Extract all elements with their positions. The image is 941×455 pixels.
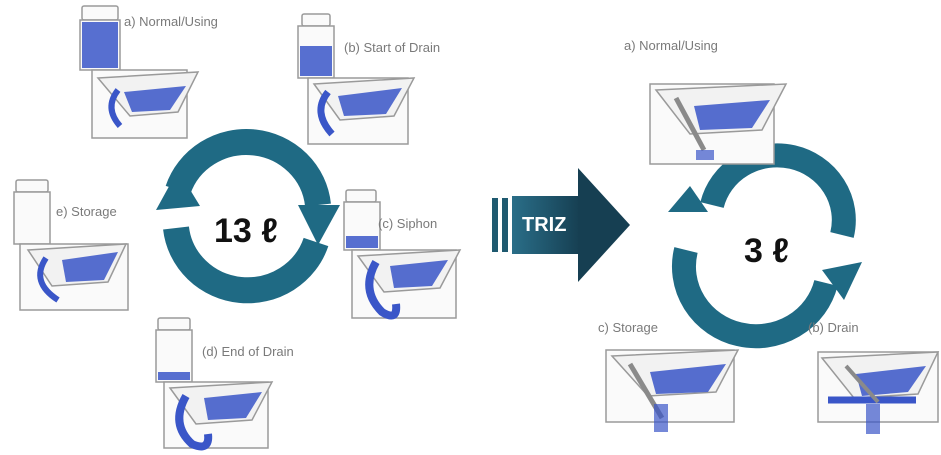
volume-label-before: 13 ℓ (214, 212, 278, 250)
toilet-after-drain (817, 351, 940, 434)
label-after-drain: (b) Drain (808, 320, 859, 335)
toilet-after-normal-using (649, 83, 788, 165)
toilet-storage (13, 179, 129, 311)
toilet-after-storage (605, 349, 740, 432)
cycle-arrows-13l (156, 128, 340, 304)
label-before-end-of-drain: (d) End of Drain (202, 344, 294, 359)
volume-label-after: 3 ℓ (744, 232, 789, 270)
label-after-normal-using: a) Normal/Using (624, 38, 718, 53)
label-before-storage: e) Storage (56, 204, 117, 219)
label-before-normal-using: a) Normal/Using (124, 14, 218, 29)
toilet-end-of-drain (155, 317, 274, 451)
triz-label: TRIZ (522, 214, 567, 236)
toilet-normal-using (79, 5, 200, 139)
label-before-siphon: (c) Siphon (378, 216, 438, 231)
cycle-arrows-3l (668, 143, 862, 349)
toilet-start-of-drain (297, 13, 416, 145)
toilet-siphon (343, 189, 462, 320)
label-after-storage: c) Storage (598, 320, 658, 335)
triz-arrow (492, 168, 630, 282)
label-before-start-of-drain: (b) Start of Drain (344, 40, 441, 55)
